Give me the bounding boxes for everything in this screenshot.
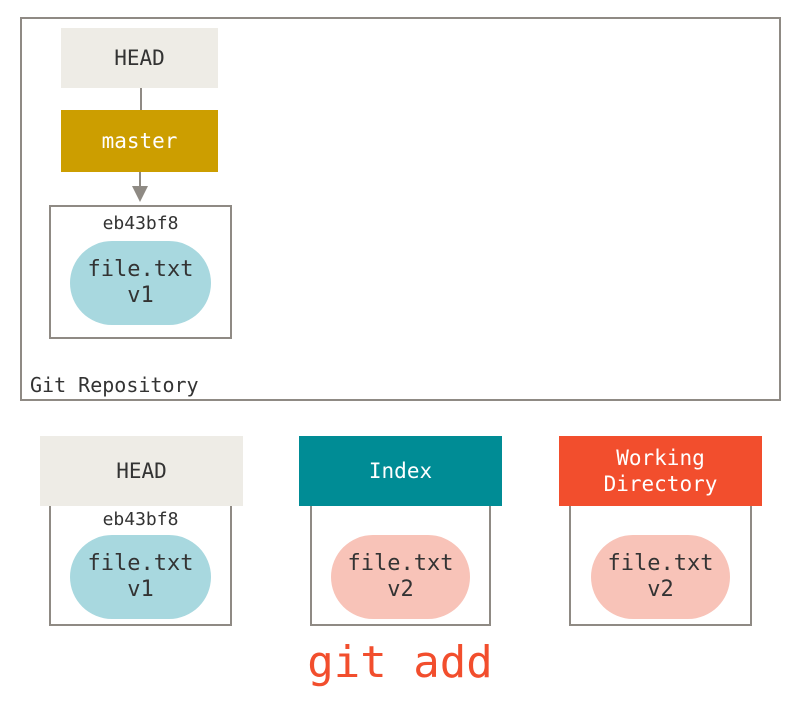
git-command-label: git add (307, 637, 493, 688)
index-area-box (310, 505, 491, 626)
git-repository-box (20, 17, 781, 401)
index-area-file-blob: file.txt v2 (331, 535, 470, 619)
head-area-header: HEAD (40, 436, 243, 506)
working-directory-area-file-blob: file.txt v2 (591, 535, 730, 619)
git-repository-label: Git Repository (30, 373, 199, 397)
working-directory-area-header: Working Directory (559, 436, 762, 506)
head-to-master-connector (140, 88, 142, 110)
commit-box (49, 205, 232, 339)
index-area-header: Index (299, 436, 502, 506)
commit-sha: eb43bf8 (102, 213, 179, 234)
master-to-commit-arrow-line (139, 172, 141, 190)
head-area-file-blob: file.txt v1 (70, 535, 211, 619)
arrow-down-icon (132, 186, 148, 202)
head-area-box (49, 505, 232, 626)
working-directory-area-box (569, 505, 752, 626)
head-area-sha: eb43bf8 (102, 509, 179, 530)
master-branch-ref: master (61, 110, 218, 172)
head-ref: HEAD (61, 28, 218, 88)
commit-file-blob: file.txt v1 (70, 241, 211, 325)
